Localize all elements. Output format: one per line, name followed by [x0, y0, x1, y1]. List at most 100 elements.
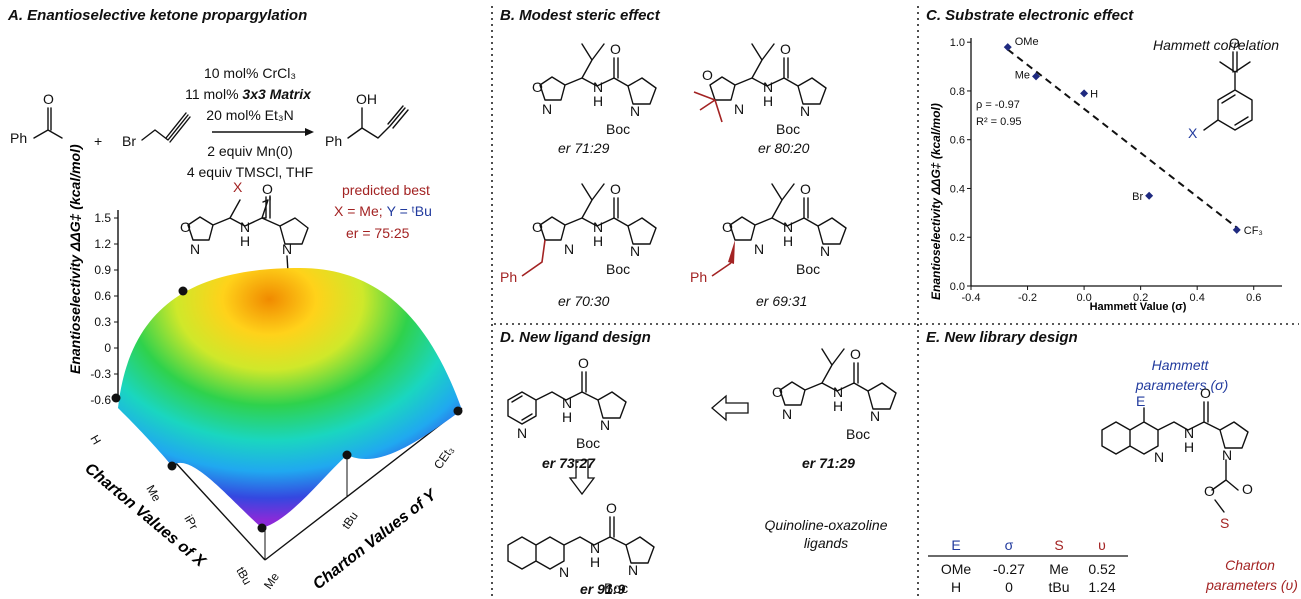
svg-text:N: N: [628, 562, 638, 578]
z-tick-label: 0.9: [94, 263, 111, 277]
table-header-sigma: σ: [1005, 537, 1014, 553]
svg-text:O: O: [610, 181, 621, 197]
svg-text:N: N: [1222, 447, 1232, 463]
point-label: Br: [1132, 191, 1143, 203]
y-tick-label: 1.0: [950, 37, 965, 49]
svg-text:N: N: [1154, 449, 1164, 465]
oxazoline-ligand-d: O O N N H N Boc: [772, 346, 897, 442]
table-cell: 1.24: [1088, 579, 1115, 595]
svg-text:N: N: [783, 219, 793, 235]
er-pyridine: er 73:27: [542, 455, 596, 471]
svg-text:O: O: [800, 181, 811, 197]
svg-text:N: N: [630, 243, 640, 259]
er-b1: er 71:29: [558, 140, 610, 156]
boc-label: Boc: [846, 426, 870, 442]
table-header-upsilon: υ: [1098, 537, 1106, 553]
y-tick-me: Me: [261, 570, 282, 592]
x-tick-h: H: [87, 433, 103, 448]
svg-text:O: O: [1204, 483, 1215, 499]
y-tick-tbu: tBu: [339, 509, 361, 532]
r2-label: R² = 0.95: [976, 116, 1022, 128]
data-point: [1080, 89, 1089, 98]
table-cell: CEt₃: [1044, 597, 1073, 599]
arrow-left: [711, 394, 749, 422]
svg-text:O: O: [262, 181, 273, 197]
arrow-down: [568, 459, 596, 496]
y-tick-label: 0.6: [950, 135, 965, 147]
x-tick-label: 0.0: [1076, 292, 1091, 304]
svg-text:N: N: [763, 79, 773, 95]
svg-text:O: O: [1229, 35, 1240, 51]
point-label: H: [1090, 88, 1098, 100]
condition-et3n: 20 mol% Et₃N: [206, 107, 293, 123]
panel-e-title: E. New library design: [926, 329, 1078, 346]
svg-text:H: H: [562, 409, 572, 425]
z-tick-label: 0.3: [94, 315, 111, 329]
panel-a-title: A. Enantioselective ketone propargylatio…: [7, 7, 307, 24]
panel-d-title: D. New ligand design: [500, 329, 651, 346]
z-tick-label: -0.6: [90, 393, 111, 407]
surface-mesh: [118, 268, 462, 528]
x-tick-me: Me: [143, 483, 164, 505]
ligand-x-label: X: [233, 179, 243, 195]
hammett-param-line2: parameters (σ): [1135, 377, 1228, 393]
svg-text:N: N: [517, 425, 527, 441]
quinoline-ligand: O N N H N Boc: [507, 500, 655, 596]
boc-label: Boc: [606, 261, 630, 277]
ph-label-b3: Ph: [500, 269, 517, 285]
y-tick-label: 0.2: [950, 232, 965, 244]
y-tick-label: 0.8: [950, 86, 965, 98]
y-tick-label: 0.4: [950, 183, 965, 195]
svg-text:H: H: [783, 233, 793, 249]
x-tick-ipr: iPr: [181, 513, 200, 533]
er-oxazoline: er 71:29: [802, 455, 855, 471]
ligand-b4: O O N N H N Boc Ph: [690, 181, 847, 285]
ph-label-b4: Ph: [690, 269, 707, 285]
table-cell: 2.38: [1088, 597, 1115, 599]
svg-text:N: N: [593, 219, 603, 235]
table-cell: -0.27: [993, 561, 1025, 577]
hammett-x-label: Hammett Value (σ): [1090, 301, 1187, 313]
hammett-param-line1: Hammett: [1152, 357, 1210, 373]
reaction-conditions: 10 mol% CrCl₃ 11 mol% 3x3 Matrix 20 mol%…: [185, 65, 314, 180]
svg-text:N: N: [240, 219, 250, 235]
table-cell: 0.52: [1088, 561, 1115, 577]
predicted-y-value: Y = ᵗBu: [387, 203, 432, 219]
substrate-structure: O X: [1188, 35, 1253, 141]
z-tick-label: 1.2: [94, 237, 111, 251]
y-axis-label: Charton Values of Y: [310, 486, 441, 593]
hammett-y-label: Enantioselectivity ΔΔG‡ (kcal/mol): [929, 103, 943, 300]
svg-text:O: O: [578, 355, 589, 371]
predicted-er: er = 75:25: [346, 225, 410, 241]
condition-matrix: 11 mol% 3x3 Matrix: [185, 86, 312, 102]
svg-text:O: O: [532, 79, 543, 95]
plus-sign: +: [94, 133, 102, 149]
svg-text:X = Me;Y = ᵗBu: X = Me;Y = ᵗBu: [334, 203, 432, 219]
svg-text:N: N: [600, 417, 610, 433]
x-tick-label: 0.6: [1246, 292, 1261, 304]
y-tick-cet3: CEt₃: [431, 443, 457, 472]
table-header-s: S: [1054, 537, 1063, 553]
z-axis-ticks: 1.51.20.90.60.30-0.3-0.6: [90, 211, 118, 407]
svg-text:N: N: [800, 103, 810, 119]
point-label: CF₃: [1244, 225, 1263, 237]
data-point: [1003, 43, 1012, 52]
predicted-best-title: predicted best: [342, 182, 430, 198]
svg-text:O: O: [1242, 481, 1253, 497]
charton-param-line2: parameters (υ): [1205, 577, 1298, 593]
svg-text:N: N: [590, 540, 600, 556]
predicted-x-value: X = Me;: [334, 203, 383, 219]
x-tick-label: 0.2: [1133, 292, 1148, 304]
z-axis-label: Enantioselectivity ΔΔG‡ (kcal/mol): [67, 144, 83, 374]
panel-c-title: C. Substrate electronic effect: [926, 7, 1134, 24]
acetophenone-structure: Ph O: [10, 91, 63, 146]
ligand-b2: O O N N H N Boc: [693, 41, 827, 137]
ligand-b1: O O N N H N Boc: [532, 41, 657, 137]
y-tick-label: 0.0: [950, 281, 965, 293]
svg-text:O: O: [43, 91, 54, 107]
table-cell: OMe: [941, 561, 972, 577]
z-tick-label: 1.5: [94, 211, 111, 225]
